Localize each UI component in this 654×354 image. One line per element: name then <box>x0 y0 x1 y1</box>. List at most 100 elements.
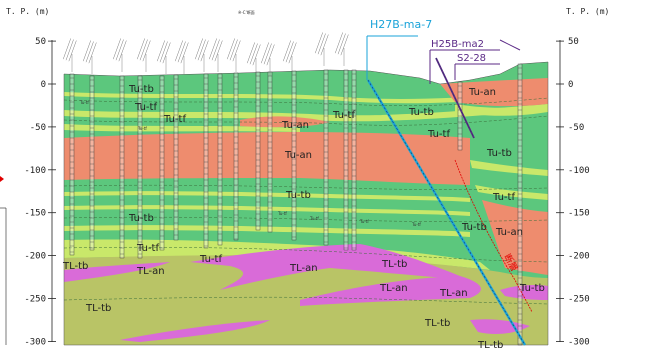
label-tl-an-2: TL-an <box>289 263 318 274</box>
layer-tu-tf-stripe-2 <box>64 104 548 122</box>
left-tick-label: 50 <box>35 37 46 47</box>
borehole-header <box>227 38 241 62</box>
right-tick-label: 50 <box>568 37 579 47</box>
right-tick-label: -250 <box>568 295 590 305</box>
right-tick-label: -100 <box>568 166 590 176</box>
right-tick-label: -150 <box>568 209 590 219</box>
borehole-column <box>517 63 523 346</box>
label-tu-tb-1: Tu-tb <box>128 84 154 95</box>
borehole-header <box>175 40 189 64</box>
left-tick-label: -50 <box>30 123 46 133</box>
borehole-label-purple-2: S2-28 <box>457 53 486 64</box>
borehole-column <box>217 73 223 246</box>
borehole-label-purple-1: H25B-ma2 <box>431 39 484 50</box>
borehole-column <box>233 72 239 241</box>
label-tu-tb-5: Tu-tb <box>128 213 154 224</box>
label-tu-tf-small-6: Tu-tf <box>137 126 147 131</box>
section-marker-arrow-icon <box>0 176 4 182</box>
borehole-column <box>89 75 95 251</box>
dashed-contacts <box>64 97 548 305</box>
left-tick-label: -300 <box>24 337 46 347</box>
right-tick-label: -50 <box>568 123 584 133</box>
left-tick-label: -250 <box>24 295 46 305</box>
layer-tu-an-upper <box>440 78 548 107</box>
borehole-header <box>209 38 223 62</box>
label-tu-tf-small-4: Tu-tf <box>411 222 421 227</box>
label-tl-an-4: TL-an <box>439 288 468 299</box>
borehole-column <box>203 73 209 249</box>
label-tu-tf-1: Tu-tf <box>134 102 157 113</box>
layer-tl-an-right <box>500 285 548 300</box>
layer-tu-an-lens <box>240 116 330 128</box>
borehole-column <box>137 75 143 259</box>
borehole-headers <box>63 32 349 76</box>
borehole-header <box>195 38 209 62</box>
borehole-header <box>283 40 297 64</box>
borehole-label-cyan: H27B-ma-7 <box>370 18 432 31</box>
layer-tu-tf-stripe-6 <box>64 225 470 237</box>
right-tick-label: 0 <box>568 80 573 90</box>
label-tl-tb-5: TL-tb <box>477 340 503 351</box>
inclined-borehole-cyan: H27B-ma-7 <box>366 18 527 346</box>
left-tick-label: -150 <box>24 209 46 219</box>
borehole-column <box>159 75 165 251</box>
borehole-columns <box>69 63 523 346</box>
borehole-column <box>69 73 75 256</box>
label-tl-tb-4: TL-tb <box>424 318 450 329</box>
geology-layers <box>64 62 548 345</box>
label-tu-tf-5: Tu-tf <box>492 192 515 203</box>
borehole-column <box>343 69 349 251</box>
label-tu-tb-2: Tu-tb <box>408 107 434 118</box>
section-outline <box>63 61 549 346</box>
label-tl-tb-1: TL-tb <box>62 261 88 272</box>
left-axis: T. P. (m) 500-50-100-150-200-250-300 <box>6 7 56 347</box>
layer-tu-tf-stripe-3 <box>64 124 300 132</box>
borehole-header <box>63 38 77 62</box>
left-axis-unit: T. P. (m) <box>6 7 49 16</box>
label-tu-tf-small-3: Tu-tf <box>359 219 369 224</box>
label-tu-an-1: Tu-an <box>281 120 309 131</box>
label-tl-an-1: TL-an <box>136 266 165 277</box>
layer-tu-tf-stripe-5 <box>64 205 470 216</box>
right-tick-label: -300 <box>568 337 590 347</box>
layer-tl-an-lower <box>300 276 481 306</box>
borehole-header <box>157 40 171 64</box>
label-tu-tf-4: Tu-tf <box>427 129 450 140</box>
borehole-column <box>323 69 329 246</box>
borehole-column <box>351 69 357 251</box>
section-code: ※-C'断面 <box>238 9 255 15</box>
label-tu-tf-3: Tu-tf <box>332 110 355 121</box>
label-tu-tb-4: Tu-tb <box>285 190 311 201</box>
label-tu-tf-6: Tu-tf <box>136 243 159 254</box>
layer-tu-tf-stripe-1 <box>64 92 548 104</box>
layer-tu-tf-upper-right <box>455 104 548 116</box>
borehole-header <box>261 42 275 66</box>
label-tu-an-2: Tu-an <box>468 87 496 98</box>
label-tu-an-3: Tu-an <box>495 227 523 238</box>
layer-tu-an-right <box>482 200 548 275</box>
borehole-header <box>315 32 329 56</box>
layer-tl-an-left <box>64 262 170 282</box>
left-tick-label: 0 <box>41 80 46 90</box>
borehole-header <box>113 38 127 62</box>
label-tu-tf-2: Tu-tf <box>163 114 186 125</box>
right-tick-label: -200 <box>568 252 590 262</box>
left-tick-label: -200 <box>24 252 46 262</box>
label-tu-tf-small-5: Tu-tf <box>79 100 89 105</box>
borehole-header <box>137 38 151 62</box>
borehole-column <box>119 75 125 259</box>
label-tu-tb-7: Tu-tb <box>519 283 545 294</box>
borehole-header <box>335 32 349 56</box>
label-tu-tf-7: Tu-tf <box>199 254 222 265</box>
layer-tu-an-main <box>64 132 470 185</box>
label-tu-tf-small-2: Tu-tf <box>309 216 319 221</box>
layer-tu-tf-stripe-4 <box>64 191 470 202</box>
label-tu-an-main: Tu-an <box>284 150 312 161</box>
borehole-column <box>173 74 179 241</box>
borehole-header <box>247 42 261 66</box>
label-tl-tb-3: TL-tb <box>85 303 111 314</box>
unit-labels: Tu-tb Tu-tf Tu-tf Tu-an Tu-tf Tu-tb Tu-t… <box>62 84 545 351</box>
right-axis: T. P. (m) 500-50-100-150-200-250-300 <box>556 7 609 347</box>
